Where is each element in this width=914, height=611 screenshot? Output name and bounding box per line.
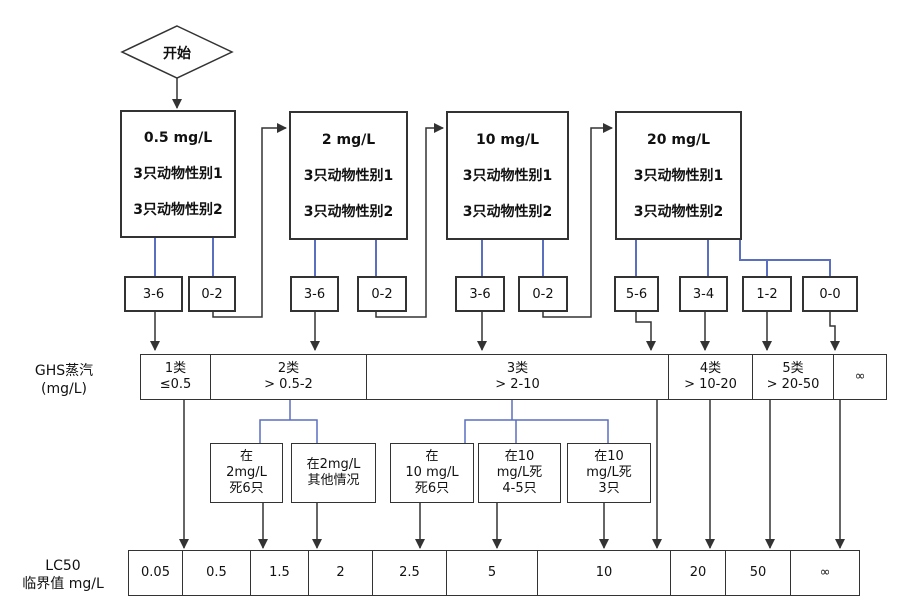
dose-line1: 3只动物性别1 [462,167,553,184]
ghs-category-3: 3类 > 2-10 [366,354,669,400]
dose-title: 10 mg/L [476,131,539,148]
ghs-category-4: 4类 > 10-20 [668,354,753,400]
outcome-box: 0-0 [802,276,858,312]
outcome-box: 5-6 [614,276,659,312]
outcome-box: 0-2 [357,276,407,312]
ghs-category-1: 1类 ≤0.5 [140,354,211,400]
dose-box-10: 10 mg/L 3只动物性别1 3只动物性别2 [446,111,569,240]
lc50-value: 20 [670,550,726,596]
lc50-value: 10 [537,550,671,596]
dose-line1: 3只动物性别1 [633,167,724,184]
dose-title: 0.5 mg/L [143,130,213,146]
dose-line2: 3只动物性别2 [633,203,724,220]
dose-title: 20 mg/L [647,131,710,148]
start-label: 开始 [163,46,191,62]
lc50-value: 2.5 [372,550,447,596]
outcome-box: 1-2 [742,276,792,312]
dose-box-0-5: 0.5 mg/L 3只动物性别1 3只动物性别2 [120,110,236,238]
ghs-category-infinity: ∞ [833,354,887,400]
subcondition-box: 在 10 mg/L 死6只 [390,443,474,503]
dose-line2: 3只动物性别2 [303,203,394,220]
outcome-box: 3-4 [679,276,728,312]
ghs-category-2: 2类 > 0.5-2 [210,354,367,400]
subcondition-box: 在2mg/L 其他情况 [291,443,376,503]
dose-title: 2 mg/L [321,131,376,148]
outcome-box: 3-6 [455,276,505,312]
ghs-category-5: 5类 > 20-50 [752,354,834,400]
dose-line1: 3只动物性别1 [133,166,223,182]
dose-line1: 3只动物性别1 [303,167,394,184]
lc50-row-label: LC50 临界值 mg/L [22,558,104,592]
lc50-value: 0.05 [128,550,183,596]
outcome-box: 0-2 [518,276,568,312]
dose-line2: 3只动物性别2 [133,202,223,218]
subcondition-box: 在10 mg/L死 4-5只 [478,443,561,503]
lc50-value: 1.5 [250,550,309,596]
dose-box-20: 20 mg/L 3只动物性别1 3只动物性别2 [615,111,742,240]
ghs-row-label: GHS蒸汽 (mg/L) [34,363,94,397]
lc50-value: ∞ [790,550,860,596]
subcondition-box: 在10 mg/L死 3只 [567,443,651,503]
dose-line2: 3只动物性别2 [462,203,553,220]
lc50-value: 5 [446,550,538,596]
outcome-box: 0-2 [188,276,236,312]
lc50-value: 0.5 [182,550,251,596]
outcome-box: 3-6 [290,276,339,312]
lc50-value: 50 [725,550,791,596]
outcome-box: 3-6 [124,276,183,312]
lc50-value: 2 [308,550,373,596]
dose-box-2: 2 mg/L 3只动物性别1 3只动物性别2 [289,111,408,240]
subcondition-box: 在 2mg/L 死6只 [210,443,283,503]
